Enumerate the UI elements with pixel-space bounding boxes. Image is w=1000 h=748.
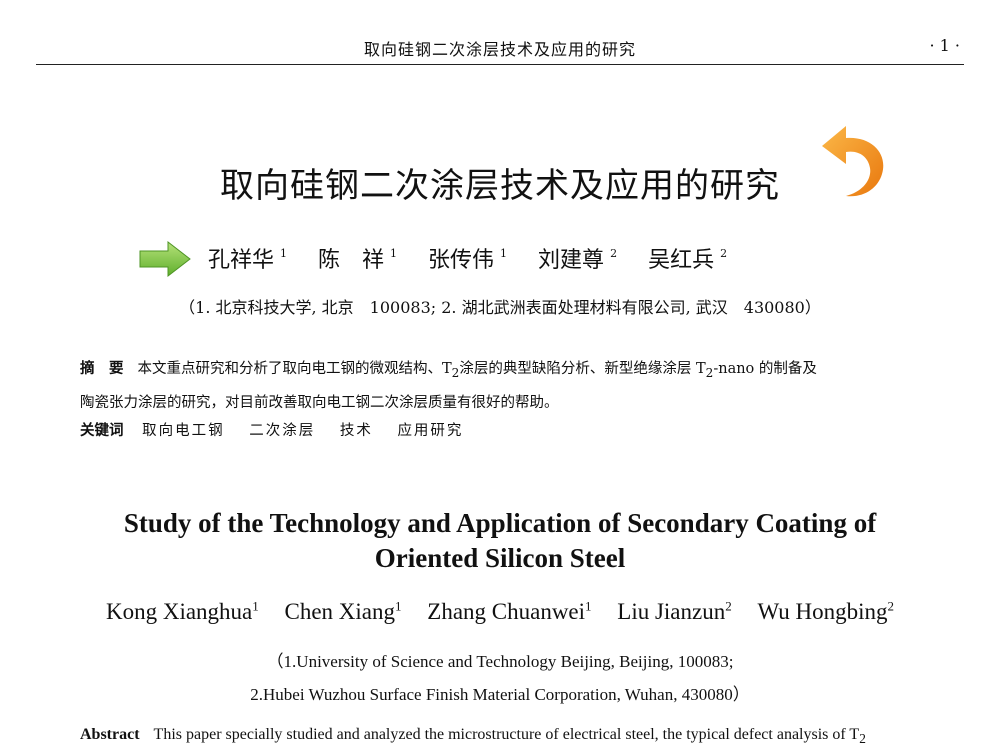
- paper-title-en: Study of the Technology and Application …: [123, 508, 877, 573]
- author-en: Chen Xiang1: [284, 598, 402, 624]
- author-en: Kong Xianghua1: [105, 598, 259, 624]
- author-en: Zhang Chuanwei1: [427, 598, 592, 624]
- forward-arrow-icon[interactable]: [138, 240, 192, 278]
- affiliation-cn: （1. 北京科技大学, 北京 100083; 2. 湖北武洲表面处理材料有限公司…: [179, 298, 821, 317]
- running-header: 取向硅钢二次涂层技术及应用的研究 · 1 ·: [36, 30, 964, 65]
- back-arrow-icon[interactable]: [812, 122, 892, 202]
- keywords-label: 关键词: [80, 423, 124, 439]
- page-number: · 1 ·: [929, 36, 960, 55]
- abstract-cn: 摘 要本文重点研究和分析了取向电工钢的微观结构、T2涂层的典型缺陷分析、新型绝缘…: [80, 361, 817, 411]
- keyword: 取向电工钢: [142, 423, 225, 439]
- authors-en: Kong Xianghua1 Chen Xiang1 Zhang Chuanwe…: [0, 598, 1000, 625]
- abstract-en-label: Abstract: [80, 726, 140, 743]
- keyword: 二次涂层: [249, 423, 316, 439]
- affiliation-en: （1.University of Science and Technology …: [250, 652, 750, 704]
- abstract-cn-label: 摘 要: [80, 361, 124, 377]
- keyword: 应用研究: [397, 423, 464, 439]
- keywords-cn: 关键词 取向电工钢 二次涂层 技术 应用研究: [80, 418, 924, 444]
- author-en: Liu Jianzun2: [617, 598, 732, 624]
- running-title: 取向硅钢二次涂层技术及应用的研究: [363, 40, 636, 59]
- author-en: Wu Hongbing2: [757, 598, 895, 624]
- paper-title-cn: 取向硅钢二次涂层技术及应用的研究: [220, 166, 780, 206]
- keyword: 技术: [339, 423, 373, 439]
- title-row: 取向硅钢二次涂层技术及应用的研究: [0, 118, 1000, 208]
